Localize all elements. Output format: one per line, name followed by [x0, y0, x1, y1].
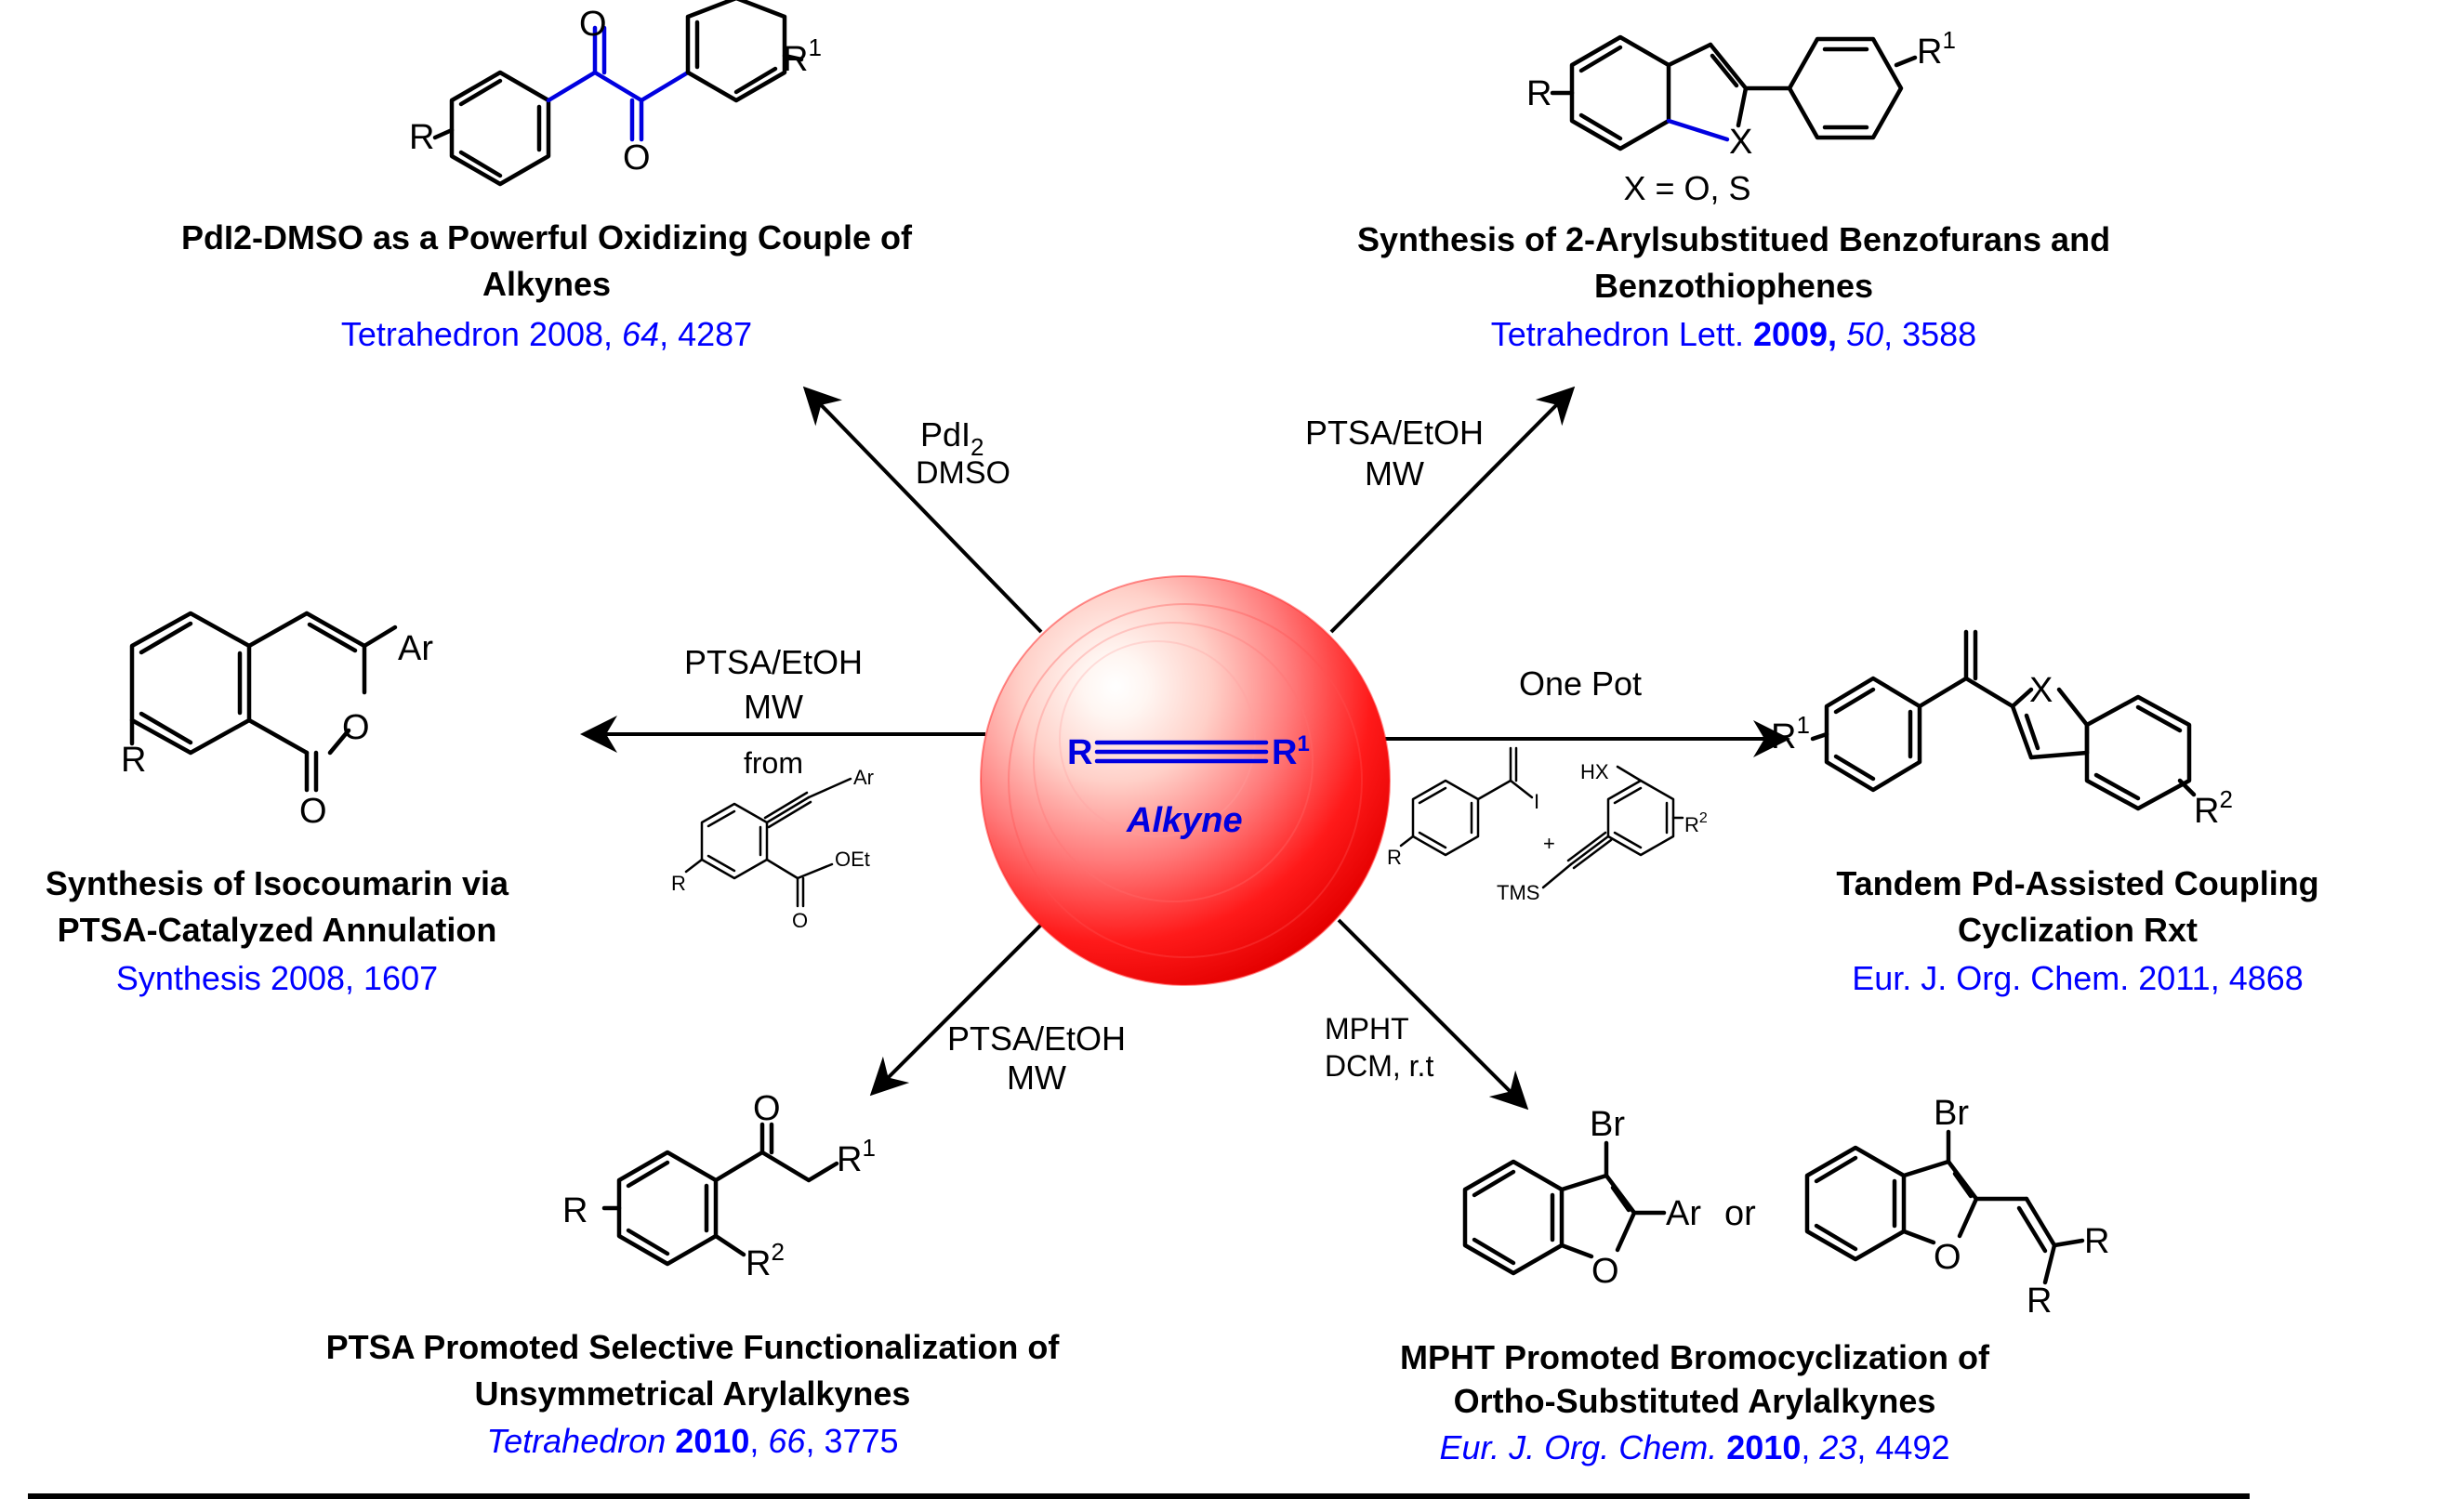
bromobenzofuran-2-R-a: R	[2084, 1222, 2109, 1261]
left-title-2: PTSA-Catalyzed Annulation	[58, 911, 497, 949]
right-product-R1: R1	[1771, 711, 1810, 756]
top-right-title-2: Benzothiophenes	[1594, 267, 1873, 305]
arrow-top-left	[802, 386, 1043, 634]
panel-bottom-right: MPHT DCM, r.t Br O Ar or	[1325, 1012, 2109, 1466]
or-label: or	[1724, 1194, 1756, 1233]
reaction-arrows	[580, 386, 1790, 1111]
benzil-R: R	[409, 118, 434, 157]
left-cond-2: MW	[744, 688, 803, 726]
arylketone-structure: O R R1 R2	[562, 1089, 876, 1283]
panel-top-right: X R R1 X = O, S Synthesis of 2-Arylsubst…	[1305, 26, 2110, 493]
sm-right-TMS: TMS	[1497, 881, 1539, 904]
sm-right-plus: +	[1543, 832, 1555, 855]
bottom-left-ref: Tetrahedron 2010, 66, 3775	[486, 1422, 898, 1460]
right-title-2: Cyclization Rxt	[1958, 911, 2198, 949]
arylketone-R: R	[562, 1191, 588, 1230]
bottom-right-cond-2: DCM, r.t	[1325, 1049, 1433, 1083]
bottom-left-title-2: Unsymmetrical Arylalkynes	[475, 1374, 911, 1413]
isocoumarin-O-ring: O	[342, 708, 370, 747]
sm-left-Ar: Ar	[853, 766, 874, 789]
top-right-title-1: Synthesis of 2-Arylsubstitued Benzofuran…	[1357, 220, 2110, 258]
top-left-title-1: PdI2-DMSO as a Powerful Oxidizing Couple…	[181, 218, 913, 256]
benzil-structure: O O R R1	[409, 0, 822, 187]
left-cond-1: PTSA/EtOH	[684, 643, 863, 681]
benzil-O-bottom: O	[623, 138, 651, 177]
right-product-R2: R2	[2194, 785, 2233, 831]
alkyne-R1: R1	[1272, 731, 1310, 772]
bromobenzofuran-1-Br: Br	[1590, 1105, 1625, 1144]
bromobenzofuran-2-Br: Br	[1934, 1094, 1969, 1133]
benzofuran-R1: R1	[1917, 26, 1956, 72]
alkyne-sphere: R R1 Alkyne	[980, 575, 1391, 986]
bromobenzofuran-2: Br O R R	[1804, 1094, 2109, 1321]
benzil-R1: R1	[783, 33, 822, 79]
right-product-structure: X R1 R2	[1771, 629, 2233, 831]
isocoumarin-O-carbonyl: O	[299, 792, 327, 831]
bromobenzofuran-1: Br O Ar	[1462, 1105, 1701, 1291]
bottom-right-title-1: MPHT Promoted Bromocyclization of	[1400, 1338, 1990, 1376]
bottom-left-cond-1: PTSA/EtOH	[947, 1019, 1126, 1058]
benzofuran-X: X	[1729, 123, 1752, 162]
isocoumarin-structure: Ar O O R	[121, 611, 433, 831]
alkyne-caption: Alkyne	[1126, 801, 1243, 840]
arylketone-R2: R2	[746, 1238, 785, 1283]
right-title-1: Tandem Pd-Assisted Coupling	[1836, 864, 2318, 902]
arylketone-O: O	[753, 1089, 781, 1128]
panel-right: One Pot X R1 R2	[1387, 629, 2319, 997]
bottom-right-title-2: Ortho-Substituted Arylalkynes	[1454, 1382, 1936, 1420]
arrow-bottom-right	[1337, 918, 1529, 1111]
sm-right-HX: HX	[1580, 760, 1609, 783]
sm-left-OEt: OEt	[835, 848, 870, 871]
isocoumarin-Ar: Ar	[398, 629, 433, 668]
top-left-cond-2: DMSO	[916, 455, 1010, 491]
left-ref: Synthesis 2008, 1607	[116, 959, 438, 997]
bromobenzofuran-2-R-b: R	[2027, 1282, 2052, 1321]
arylketone-R1: R1	[837, 1134, 876, 1179]
benzofuran-R: R	[1526, 74, 1552, 113]
sm-right-I: I	[1534, 790, 1539, 813]
panel-left: Ar O O R Synthesis of Isocoumarin via PT…	[46, 611, 874, 997]
right-starting-materials: I R + HX R2 TMS	[1387, 746, 1708, 904]
top-right-cond-2: MW	[1365, 454, 1424, 493]
benzofuran-note: X = O, S	[1623, 169, 1750, 207]
bromobenzofuran-1-O: O	[1591, 1252, 1619, 1291]
left-starting-material: Ar OEt O R	[671, 766, 874, 932]
right-cond: One Pot	[1519, 664, 1642, 703]
top-left-cond-1: PdI2	[920, 415, 984, 461]
bottom-left-title-1: PTSA Promoted Selective Functionalizatio…	[326, 1328, 1061, 1366]
right-ref: Eur. J. Org. Chem. 2011, 4868	[1852, 959, 2304, 997]
sm-left-O: O	[792, 909, 808, 932]
bottom-left-cond-2: MW	[1007, 1058, 1066, 1097]
top-left-title-2: Alkynes	[482, 265, 611, 303]
top-left-ref: Tetrahedron 2008, 64, 4287	[341, 315, 752, 353]
bromobenzofuran-2-O: O	[1934, 1238, 1961, 1277]
right-product-X: X	[2029, 671, 2053, 710]
sm-left-R: R	[671, 872, 686, 895]
top-right-ref: Tetrahedron Lett. 2009, 50, 3588	[1491, 315, 1976, 353]
panel-top-left: O O R R1 PdI2-DMSO as a Powerful Oxidizi…	[181, 0, 1010, 491]
left-cond-3: from	[744, 746, 803, 780]
sphere-body	[981, 576, 1390, 985]
sm-right-R: R	[1387, 846, 1402, 869]
arrow-bottom-left	[869, 918, 1048, 1097]
isocoumarin-R: R	[121, 741, 146, 780]
bromobenzofuran-1-Ar: Ar	[1666, 1194, 1701, 1233]
sm-right-R2: R2	[1684, 810, 1708, 836]
panel-bottom-left: PTSA/EtOH MW O R R1 R2 PTSA Promoted Sel…	[326, 1019, 1126, 1460]
arrow-top-right	[1329, 386, 1576, 634]
bottom-right-cond-1: MPHT	[1325, 1012, 1409, 1045]
benzofuran-structure: X R R1 X = O, S	[1526, 26, 1956, 207]
alkyne-R: R	[1067, 733, 1092, 772]
left-title-1: Synthesis of Isocoumarin via	[46, 864, 509, 902]
bottom-right-ref: Eur. J. Org. Chem. 2010, 23, 4492	[1439, 1428, 1949, 1466]
benzil-O-top: O	[579, 5, 607, 44]
top-right-cond-1: PTSA/EtOH	[1305, 414, 1484, 452]
